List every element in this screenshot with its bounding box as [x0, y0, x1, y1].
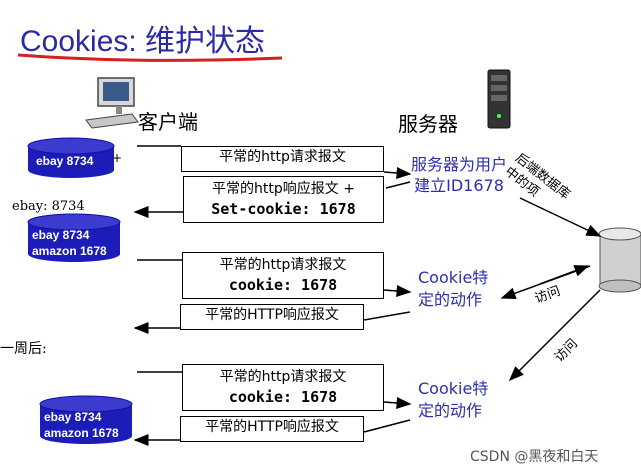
server-id-note: 服务器为用户 建立ID1678	[402, 154, 516, 196]
client-db-2	[27, 213, 121, 262]
cookie-action-1-line2: 定的动作	[418, 290, 483, 309]
client-db-3-line2: amazon 1678	[44, 426, 119, 440]
cookie-line: cookie: 1678	[228, 276, 338, 294]
server-note-line1: 服务器为用户	[410, 155, 507, 174]
message-box-request-1: 平常的http请求报文	[181, 146, 384, 172]
cookie-action-2: Cookie特 定的动作	[418, 378, 488, 422]
message-line: 平常的http请求报文	[219, 149, 346, 165]
access-1-arrow-back	[539, 265, 590, 285]
client-db-3-line1: ebay 8734	[44, 410, 102, 424]
message-line: 平常的http请求报文	[219, 257, 347, 273]
cookie-action-1: Cookie特 定的动作	[418, 267, 488, 311]
watermark: CSDN @黑夜和白天	[470, 449, 599, 465]
backend-entry-arrow	[519, 197, 602, 237]
response-1-arrow	[385, 181, 411, 189]
client-db-1-text: ebay 8734	[36, 154, 94, 168]
message-line: 平常的HTTP响应报文	[205, 419, 339, 435]
db2-caption: ebay: 8734	[12, 199, 85, 214]
cookie-line: cookie: 1678	[228, 388, 338, 406]
message-line: 平常的http请求报文	[219, 369, 347, 385]
server-note-line2: 建立ID1678	[414, 176, 504, 195]
week-later-label: 一周后:	[0, 341, 47, 357]
client-db-3	[39, 395, 133, 444]
response-2-arrow-right-part	[363, 311, 411, 321]
message-line: 平常的HTTP响应报文	[205, 307, 339, 323]
message-box-response-1: 平常的http响应报文 + Set-cookie: 1678	[183, 176, 384, 223]
cookie-action-2-line2: 定的动作	[418, 401, 483, 420]
tick-mark: +	[112, 151, 123, 165]
message-box-request-2: 平常的http请求报文 cookie: 1678	[182, 252, 384, 299]
message-line: 平常的http响应报文 +	[212, 181, 355, 197]
page-title: Cookies: 维护状态	[20, 25, 266, 58]
server-icon	[487, 69, 511, 129]
backend-db-icon	[598, 227, 641, 293]
computer-icon	[85, 77, 139, 129]
server-label: 服务器	[398, 112, 458, 136]
cookie-action-1-line1: Cookie特	[418, 268, 489, 287]
client-label: 客户端	[138, 110, 198, 134]
client-db-2-line2: amazon 1678	[32, 244, 107, 258]
cookie-action-2-line1: Cookie特	[418, 379, 489, 398]
client-db-1	[27, 137, 115, 178]
client-db-2-line1: ebay 8734	[32, 228, 90, 242]
message-box-response-2: 平常的HTTP响应报文	[180, 304, 364, 330]
request-1-arrow-right	[383, 166, 412, 179]
message-box-response-3: 平常的HTTP响应报文	[180, 416, 364, 442]
message-box-request-3: 平常的http请求报文 cookie: 1678	[182, 364, 384, 411]
response-3-arrow-right-part	[363, 419, 411, 433]
request-3-arrow-right	[383, 396, 412, 409]
access-2-arrow	[508, 289, 601, 382]
request-2-arrow-right	[383, 284, 412, 297]
title-underline	[17, 53, 283, 62]
set-cookie-line: Set-cookie: 1678	[211, 200, 356, 218]
